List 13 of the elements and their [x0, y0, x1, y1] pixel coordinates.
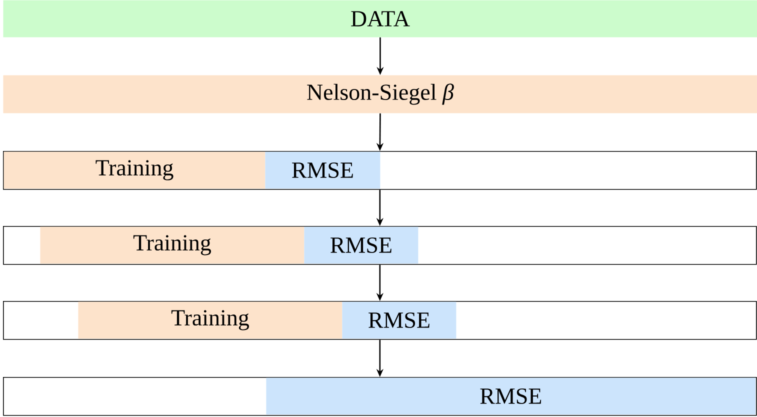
fold-row — [3, 226, 757, 265]
rmse-segment: RMSE — [265, 152, 380, 189]
step-band: Nelson-Siegel β — [3, 75, 757, 114]
training-segment: Training — [4, 152, 266, 189]
fold-row — [3, 377, 757, 416]
rmse-segment: RMSE — [342, 302, 456, 339]
rmse-segment: RMSE — [266, 378, 756, 415]
training-segment: Training — [78, 302, 342, 339]
fold-row — [3, 301, 757, 340]
training-segment: Training — [40, 226, 304, 264]
fold-row — [3, 151, 757, 190]
data-band: DATA — [3, 0, 757, 38]
rmse-segment: RMSE — [304, 226, 418, 264]
